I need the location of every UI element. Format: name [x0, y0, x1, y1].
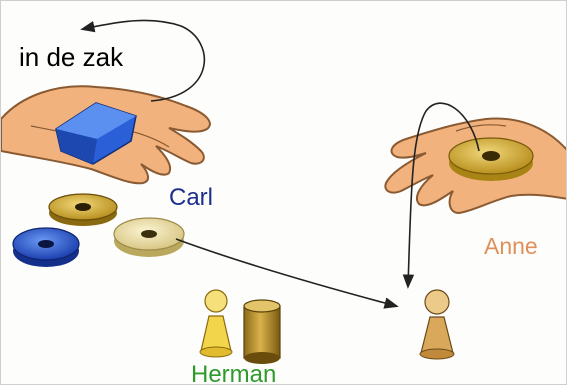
herman-label: Herman — [191, 363, 276, 385]
coin-icon — [49, 194, 117, 226]
bag-label: in de zak — [19, 44, 123, 70]
cylinder-icon — [244, 300, 280, 364]
anne-label: Anne — [484, 235, 538, 258]
pawn-icon — [420, 290, 454, 359]
pawn-icon — [200, 290, 232, 357]
coin-icon — [114, 218, 184, 257]
coin-icon — [13, 228, 79, 267]
carl-label: Carl — [169, 186, 213, 210]
coin-icon — [449, 138, 533, 181]
